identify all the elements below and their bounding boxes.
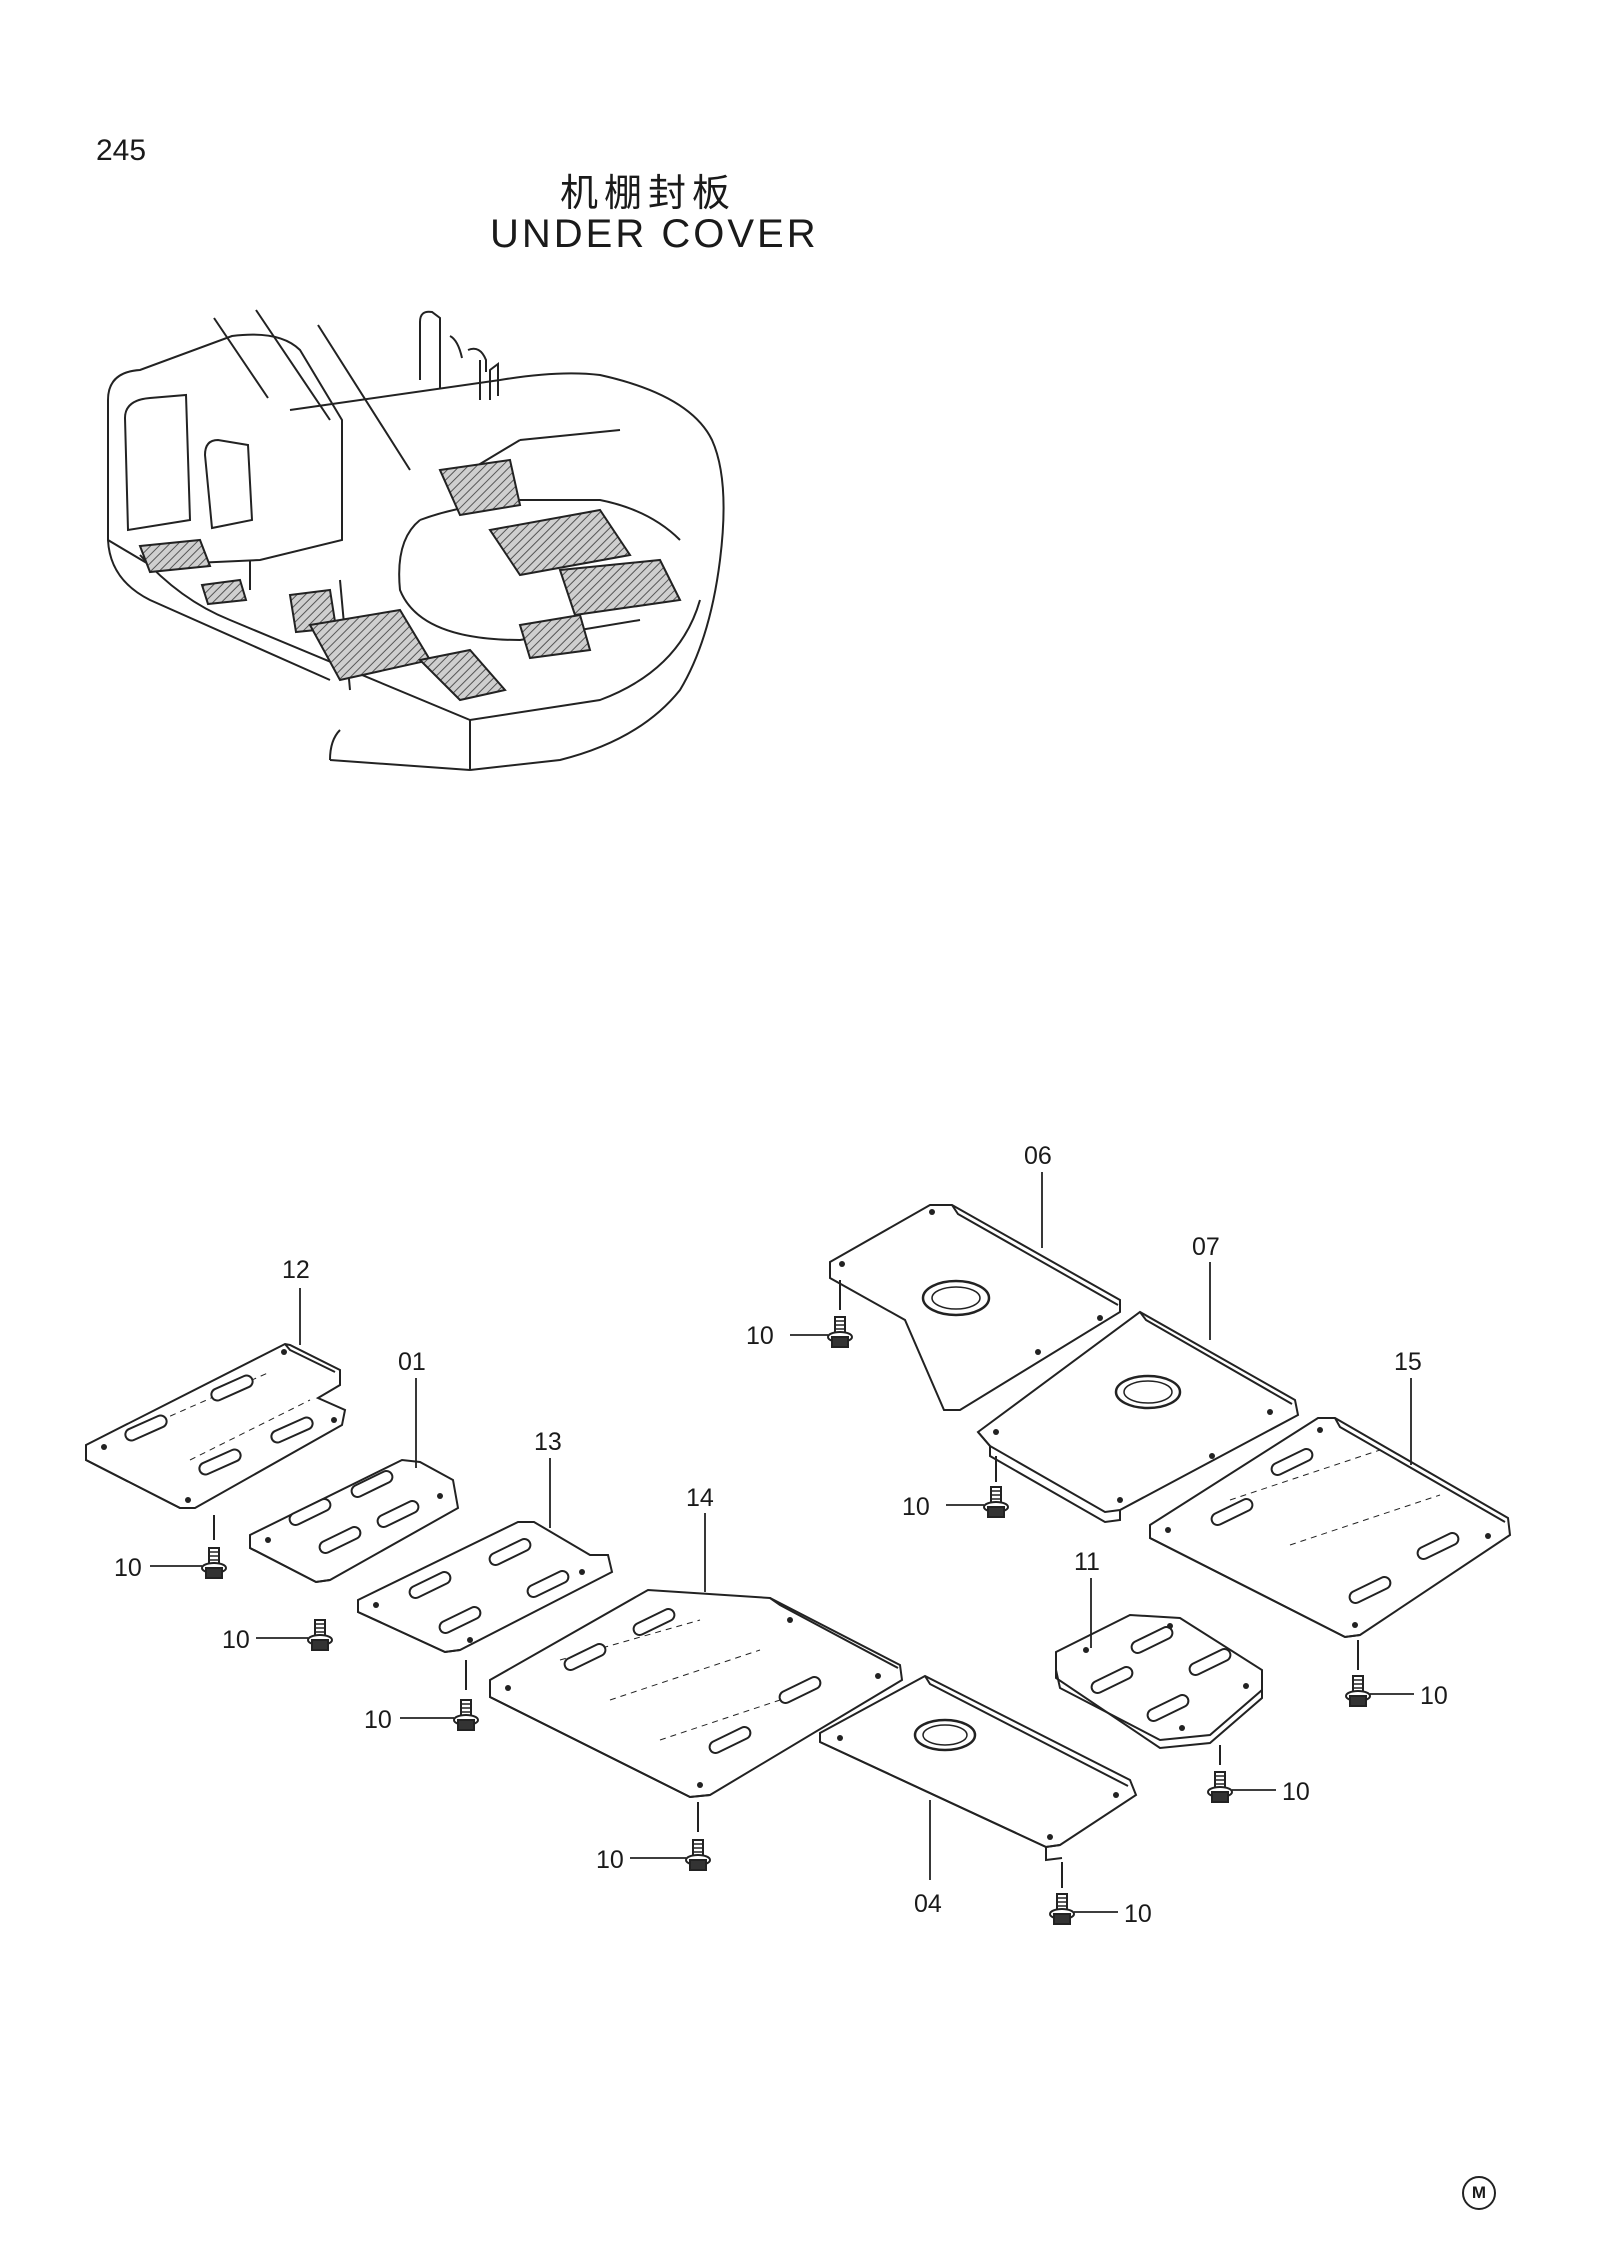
- bolt-icon: [1049, 1893, 1075, 1925]
- part-14-cover-plate: [489, 1588, 904, 1799]
- callout-10: 10: [596, 1846, 624, 1874]
- callout-01: 01: [398, 1348, 426, 1376]
- callout-10: 10: [114, 1554, 142, 1582]
- callout-labels: 12 01 13 14 06 07 15 11 04 10 10 10 10 1…: [114, 1142, 1448, 1928]
- part-12-cover-plate: [85, 1342, 347, 1509]
- bolt-icon: [201, 1547, 227, 1579]
- page-title-english: UNDER COVER: [490, 212, 819, 256]
- part-06-cover-plate: [829, 1204, 1121, 1411]
- page-title-chinese: 机棚封板: [560, 171, 737, 215]
- part-11-cover-plate: [1055, 1613, 1263, 1750]
- bolt-icon: [685, 1839, 711, 1871]
- part-15-cover-plate: [1149, 1417, 1512, 1639]
- callout-10: 10: [746, 1322, 774, 1350]
- callout-15: 15: [1394, 1348, 1422, 1376]
- callout-10: 10: [364, 1706, 392, 1734]
- bolt-icon: [307, 1619, 333, 1651]
- part-13-cover-plate: [357, 1521, 614, 1654]
- callout-07: 07: [1192, 1233, 1220, 1261]
- bolt-icon: [453, 1699, 479, 1731]
- callout-10: 10: [1282, 1778, 1310, 1806]
- part-07-cover-plate: [976, 1310, 1300, 1524]
- callout-11: 11: [1074, 1548, 1100, 1576]
- manufacturer-mark-icon: M: [1462, 2176, 1496, 2210]
- highlighted-undercovers: [138, 458, 682, 702]
- callout-10: 10: [902, 1493, 930, 1521]
- bolt-icon: [827, 1316, 853, 1348]
- page-number: 245: [96, 134, 147, 167]
- bolt-fasteners: [201, 1280, 1371, 1925]
- bolt-icon: [1345, 1675, 1371, 1707]
- callout-12: 12: [282, 1256, 310, 1284]
- callout-14: 14: [686, 1484, 714, 1512]
- callout-10: 10: [1420, 1682, 1448, 1710]
- callout-10: 10: [1124, 1900, 1152, 1928]
- bolt-icon: [983, 1486, 1009, 1518]
- excavator-overview-illustration: [107, 309, 725, 771]
- part-04-cover-plate: [819, 1674, 1138, 1862]
- callout-13: 13: [534, 1428, 562, 1456]
- part-01-cover-plate: [249, 1458, 460, 1584]
- callout-06: 06: [1024, 1142, 1052, 1170]
- callout-04: 04: [914, 1890, 942, 1918]
- bolt-icon: [1207, 1771, 1233, 1803]
- callout-leader-lines: [150, 1172, 1414, 1913]
- callout-10: 10: [222, 1626, 250, 1654]
